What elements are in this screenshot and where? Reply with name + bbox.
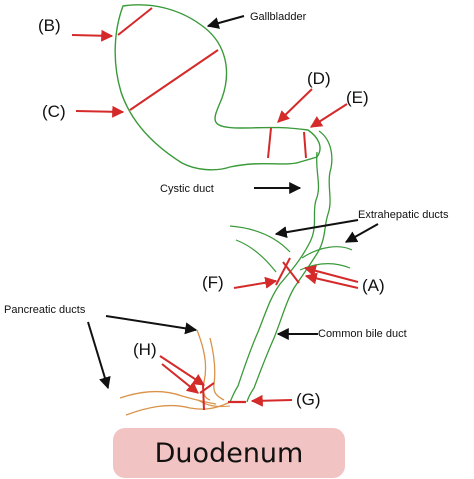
cut-line-b (117, 7, 153, 36)
marker-a: (A) (362, 276, 385, 295)
arrow-g (250, 394, 293, 407)
bile-duct-left-wall (229, 151, 320, 403)
extrahepatic-branch-left-lower (235, 239, 277, 273)
arrow-h-upper (159, 355, 206, 386)
arrow-b (71, 29, 114, 42)
cut-line-h (202, 384, 205, 411)
extrahepatic-branch-left-upper (229, 225, 291, 253)
marker-c: (C) (42, 102, 66, 121)
cut-line-d (267, 127, 272, 159)
extrahepatic-branch-right-upper (301, 246, 353, 259)
arrow-extrahepatic-right (344, 223, 379, 243)
marker-d: (D) (307, 69, 331, 88)
pancreatic-duct-upper-inner (209, 337, 225, 401)
cut-line-f (275, 257, 291, 286)
arrow-extrahepatic-left (274, 219, 359, 239)
cut-line-e (303, 131, 307, 159)
pancreatic-duct-lower-inner (125, 401, 231, 416)
marker-b: (B) (38, 16, 61, 35)
duodenum-label: Duodenum (155, 438, 304, 469)
arrow-pancreatic-lower (87, 321, 111, 390)
pancreatic-duct-stem (197, 399, 231, 408)
marker-g: (G) (296, 390, 321, 409)
common-bile-duct-label: Common bile duct (318, 328, 407, 340)
arrow-f (233, 276, 278, 289)
arrow-h-lower (161, 363, 199, 394)
cystic-duct-label: Cystic duct (160, 183, 214, 195)
arrow-a-upper (303, 264, 359, 283)
marker-e: (E) (346, 88, 369, 107)
cut-line-c (129, 49, 219, 111)
arrow-pancreatic-upper (105, 315, 198, 335)
arrow-e (309, 103, 348, 128)
gallbladder-outline (114, 4, 321, 171)
pancreatic-duct-lower (119, 390, 217, 405)
extrahepatic-ducts-label: Extrahepatic ducts (358, 209, 449, 221)
marker-f: (F) (202, 273, 224, 292)
arrow-c (75, 105, 125, 118)
duodenum-shape (113, 428, 345, 478)
arrow-d (277, 88, 313, 123)
arrow-gallbladder (206, 15, 245, 29)
pancreatic-ducts-label: Pancreatic ducts (4, 304, 86, 316)
cut-line-h-cross (199, 382, 215, 394)
arrow-a-lower (304, 272, 359, 289)
bile-duct-right-wall (246, 130, 333, 403)
marker-h: (H) (133, 340, 157, 359)
gallbladder-label: Gallbladder (250, 11, 307, 23)
